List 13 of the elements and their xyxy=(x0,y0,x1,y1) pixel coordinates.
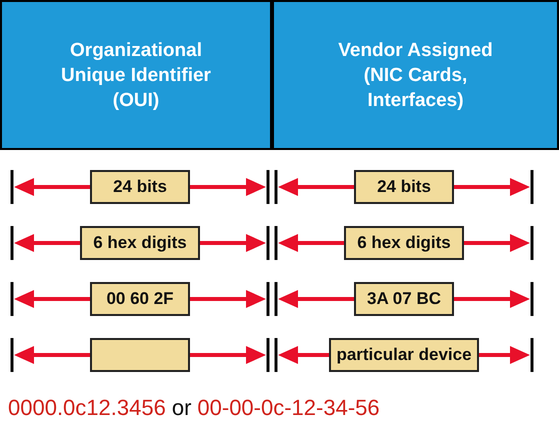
label-box: 3A 07 BC xyxy=(354,282,454,316)
header-cell: Organizational Unique Identifier (OUI) xyxy=(0,0,272,150)
mac-address-text: 0000.0c12.3456 xyxy=(8,395,166,420)
label-box: 6 hex digits xyxy=(80,226,200,260)
label-box: 24 bits xyxy=(90,170,190,204)
label-box: 24 bits xyxy=(354,170,454,204)
mac-address-text: 00-00-0c-12-34-56 xyxy=(197,395,380,420)
label-box: 00 60 2F xyxy=(90,282,190,316)
label-box: 6 hex digits xyxy=(344,226,464,260)
header-cell: Vendor Assigned (NIC Cards, Interfaces) xyxy=(272,0,559,150)
connector-word: or xyxy=(172,395,192,420)
label-box: particular device xyxy=(329,338,479,372)
label-box xyxy=(90,338,190,372)
